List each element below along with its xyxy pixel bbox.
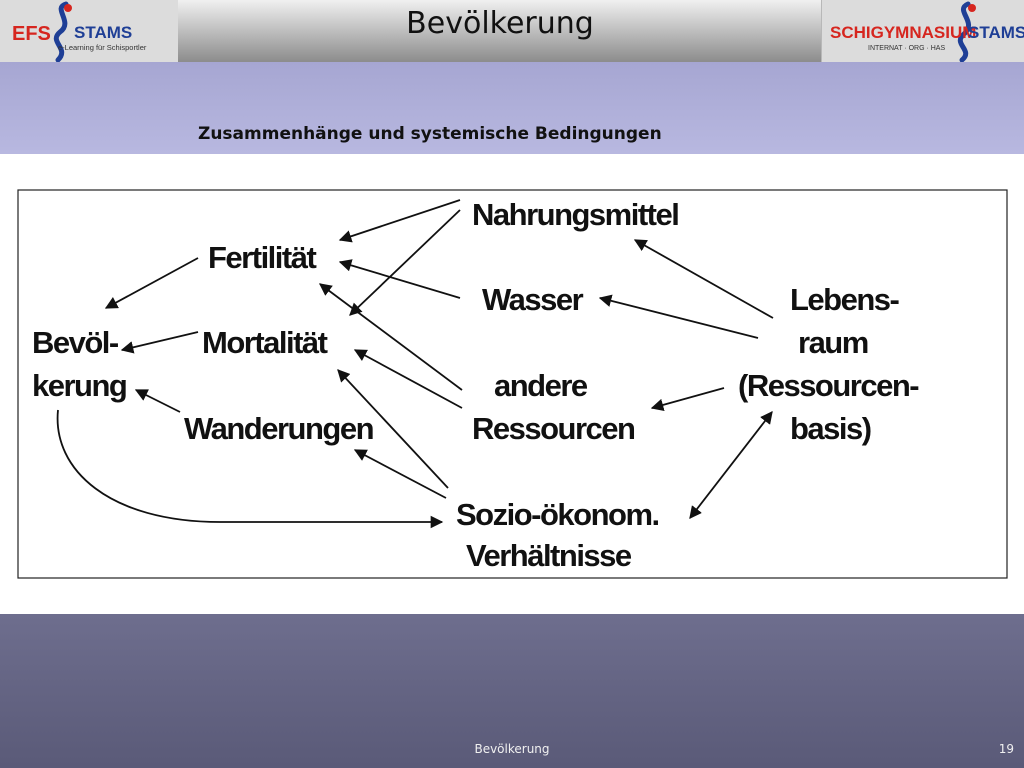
diagram-frame <box>17 189 1008 579</box>
arrow-lebensraum-andere <box>650 387 725 412</box>
schigymnasium-logo-graphic: SCHIGYMNASIUM STAMS INTERNAT · ORG · HAS <box>830 1 1024 63</box>
footer-title: Bevölkerung <box>474 742 550 756</box>
logo-stams-text: STAMS <box>968 23 1024 42</box>
diagram: Nahrungsmittel Fertilität Wasser Lebens-… <box>17 189 1008 579</box>
title-band: Bevölkerung <box>178 0 822 62</box>
node-lebensraum-line1: Lebens- <box>790 282 900 317</box>
efs-stams-logo-graphic: EFS STAMS e-Learning für Schisportler <box>12 1 147 63</box>
logo-tagline: e-Learning für Schisportler <box>58 43 147 52</box>
logo-stams-text: STAMS <box>74 23 132 42</box>
node-lebensraum-line2: raum <box>798 325 868 360</box>
skier-head-icon <box>64 4 72 12</box>
arrow-nahrungsmittel-fertilitaet <box>338 199 461 243</box>
arrow-sozio-mortalitaet <box>337 369 449 489</box>
slide-title: Bevölkerung <box>406 6 594 41</box>
skier-s-icon <box>53 1 69 63</box>
node-lebensraum-line4: basis) <box>790 411 871 446</box>
logo-tagline: INTERNAT · ORG · HAS <box>868 45 945 52</box>
arrow-wanderungen-bevoelkerung <box>134 389 181 413</box>
skier-s-icon <box>957 1 972 63</box>
logo-efs-text: EFS <box>12 23 51 45</box>
skier-head-icon <box>968 4 976 12</box>
arrow-sozio-wanderungen <box>353 449 447 499</box>
page-number: 19 <box>998 742 1014 756</box>
node-andere-line2: Ressourcen <box>472 411 635 446</box>
schigymnasium-stams-logo: SCHIGYMNASIUM STAMS INTERNAT · ORG · HAS <box>821 0 1024 63</box>
node-wasser: Wasser <box>482 282 584 317</box>
arrow-lebensraum-nahrungsmittel <box>633 239 774 319</box>
arrow-andere-mortalitaet <box>353 349 463 409</box>
logo-schigymnasium-text: SCHIGYMNASIUM <box>830 23 976 42</box>
node-bevoelkerung-line2: kerung <box>32 368 126 403</box>
arrow-wasser-fertilitaet <box>338 259 461 299</box>
subtitle-band <box>0 62 1024 154</box>
efs-stams-logo: EFS STAMS e-Learning für Schisportler <box>0 0 179 63</box>
node-andere-line1: andere <box>494 368 588 403</box>
arrow-fertilitaet-bevoelkerung <box>104 257 199 309</box>
slide-footer <box>0 614 1024 768</box>
node-nahrungsmittel: Nahrungsmittel <box>472 197 678 232</box>
slide-header: EFS STAMS e-Learning für Schisportler Be… <box>0 0 1024 63</box>
arrow-nahrungsmittel-mortalitaet <box>349 209 461 316</box>
slide-subtitle: Zusammenhänge und systemische Bedingunge… <box>198 124 662 144</box>
node-fertilitaet: Fertilität <box>208 240 316 275</box>
arrow-lebensraum-wasser <box>598 294 759 339</box>
arrow-andere-fertilitaet <box>318 283 463 391</box>
arrow-sozio-lebensraum <box>689 411 773 519</box>
node-lebensraum-line3: (Ressourcen- <box>738 368 919 403</box>
node-sozio-line1: Sozio-ökonom. <box>456 497 659 532</box>
arrow-bevoelkerung-sozio <box>56 409 444 529</box>
node-bevoelkerung-line1: Bevöl- <box>32 325 119 360</box>
node-sozio-line2: Verhältnisse <box>466 538 632 573</box>
node-wanderungen: Wanderungen <box>184 411 374 446</box>
arrow-mortalitaet-bevoelkerung <box>120 331 199 354</box>
node-mortalitaet: Mortalität <box>202 325 328 360</box>
